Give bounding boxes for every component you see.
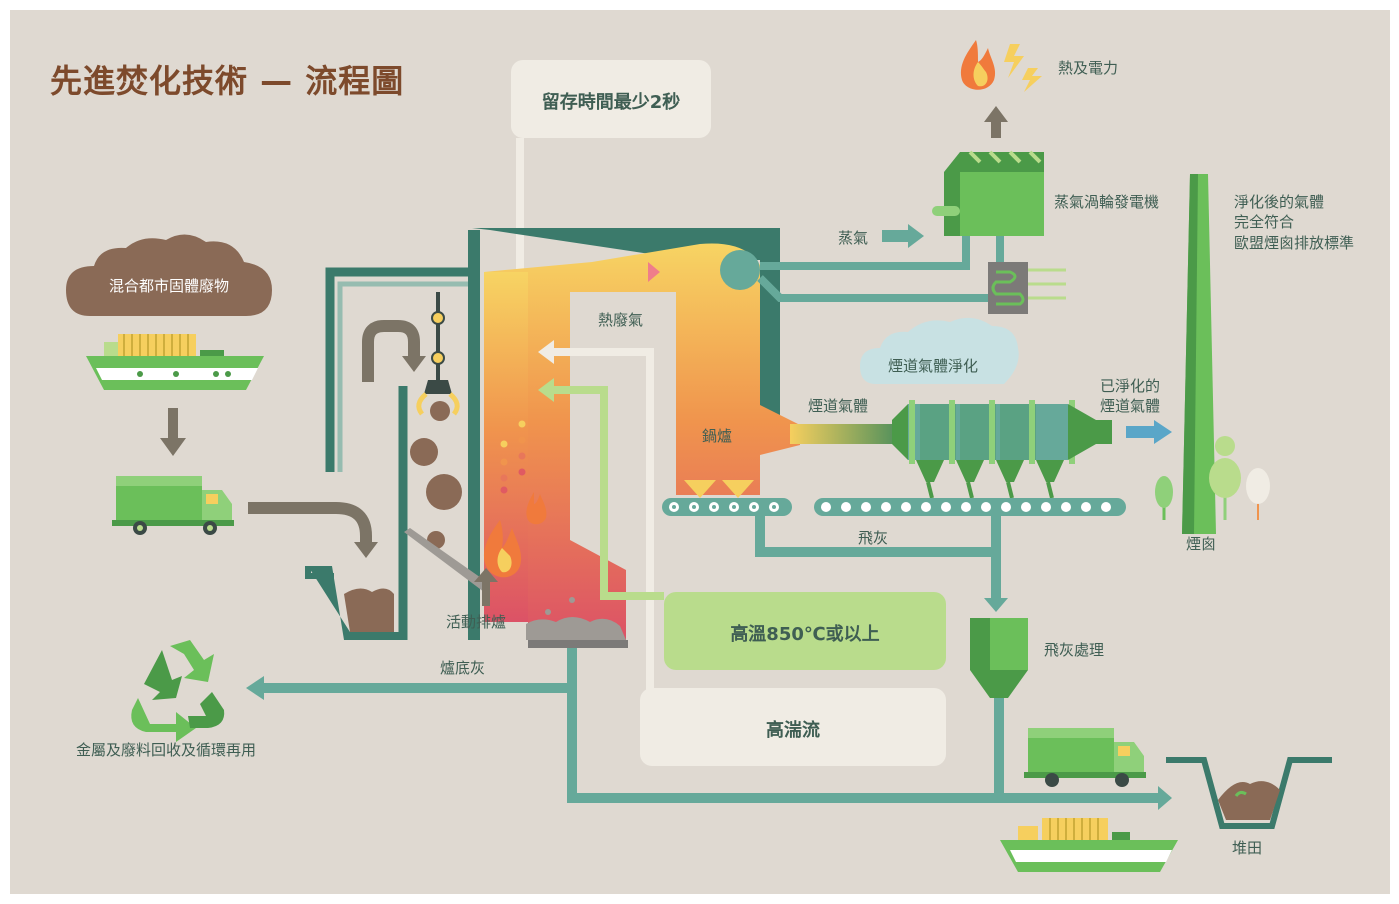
high-turbulence-box [640,688,946,766]
flame-icon [960,40,996,90]
page-title: 先進焚化技術 — 流程圖 [50,62,405,100]
cleaned-flue-gas-label: 已淨化的 煙道氣體 [1100,377,1161,416]
furnace [484,243,800,640]
truck-icon-2 [1024,728,1146,787]
conveyor-scrubber [814,498,1126,516]
conveyor-boiler [662,498,792,516]
truck-icon [112,476,234,535]
grate-ramp [404,528,484,592]
cleaned-gas-arrow-icon [1154,420,1172,444]
tree-icon [1155,436,1270,520]
mixed-waste-label: 混合都市固體廢物 [108,277,229,295]
waste-cloud [66,234,272,316]
moving-grate-label: 活動排爐 [446,613,507,631]
recycle-icon [131,640,225,742]
ship-icon-2 [1000,818,1178,872]
crane-icon [424,380,452,394]
boiler-label: 鍋爐 [702,427,733,445]
high-temp-label: 高溫850℃或以上 [730,624,880,645]
waste-bin [344,588,394,632]
fly-ash-silo-icon [970,618,1028,698]
furnace-flame-icon [483,492,547,578]
steam-arrow-icon [908,224,924,248]
ship-icon [86,334,264,390]
scrubber-icon [892,400,1112,499]
fly-ash-treatment-label: 飛灰處理 [1044,641,1105,659]
flue-gas-label: 煙道氣體 [808,397,869,415]
fly-ash-label: 飛灰 [858,529,889,547]
gas-direction-icon [648,262,660,282]
hot-flue-gas-label: 熱廢氣 [598,311,644,329]
chimney-label: 煙囪 [1186,535,1217,553]
steam-drum [720,250,760,290]
landfill-label: 堆田 [1232,839,1263,857]
lightning-icon [1004,44,1042,92]
landfill-icon [1166,757,1332,829]
turbine-label: 蒸氣渦輪發電機 [1054,193,1160,211]
flue-gas-cleaning-label: 煙道氣體淨化 [888,357,979,375]
steam-label: 蒸氣 [838,229,869,247]
recycling-label: 金屬及廢料回收及循環再用 [76,741,257,759]
bottom-ash-label: 爐底灰 [440,659,486,677]
high-turbulence-label: 高湍流 [766,720,820,741]
turbine-icon [932,150,1044,236]
retention-label: 留存時間最少2秒 [541,92,681,113]
retention-box [511,60,711,138]
heat-power-label: 熱及電力 [1058,59,1119,77]
high-temperature-box [664,592,946,670]
bottom-ash-arrow-icon [246,676,264,700]
cleaning-cloud [860,317,1019,384]
clean-gas-note: 淨化後的氣體 完全符合 歐盟煙囪排放標準 [1234,193,1355,252]
